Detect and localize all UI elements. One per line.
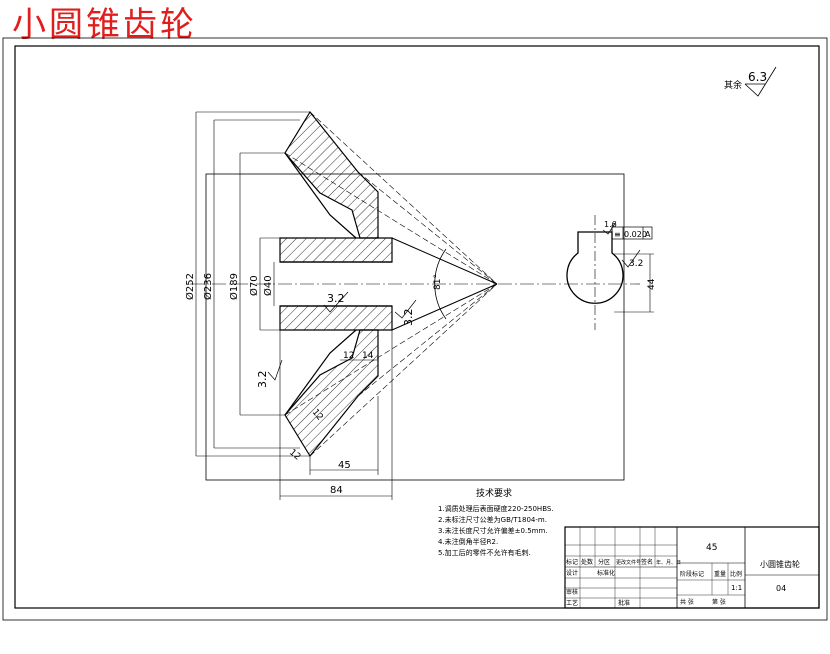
roughness-keyway: 3.2 [629,259,643,269]
tech-item-3: 3.未注长度尺寸允许偏差±0.5mm. [438,526,548,535]
tb-weight: 重量 [714,570,726,578]
svg-text:3.2: 3.2 [256,371,269,389]
dim-d252: Ø252 [184,273,196,300]
tb-scale: 1:1 [731,584,742,592]
cone-angle-arc [434,248,447,320]
svg-text:3.2: 3.2 [402,309,415,327]
gear-section-upper [279,110,393,263]
inner-border [14,45,820,609]
cone-construction-lines [284,111,498,457]
title-block-text: 标记 处数 分区 更改文件号 签名 年、月、日 设计 标准化 审核 工艺 批准 … [566,543,800,607]
tech-item-1: 1.调质处理后表面硬度220-250HBS. [438,504,554,513]
diameter-dimensions [195,111,310,457]
svg-text:3.2: 3.2 [327,292,345,305]
tb-process: 工艺 [566,599,578,607]
outer-border [2,37,828,621]
cone-angle-label: 81° [433,274,443,290]
drawing-title: 小圆锥齿轮 [12,5,197,45]
tech-item-2: 2.未标注尺寸公差为GB/T1804-m. [438,515,547,524]
tolerance-frame: ≡ 0.020 A [611,226,653,240]
tb-part-name: 小圆锥齿轮 [760,559,800,569]
tolerance-symbol-icon: ≡ [614,230,621,239]
tb-drawing-no: 04 [776,584,786,593]
roughness-mark-face: 3.2 [394,299,417,327]
tb-sign: 签名 [641,558,653,566]
tb-stage: 阶段标记 [680,570,704,578]
tb-approve: 批准 [618,599,630,607]
tb-review: 审核 [566,588,578,596]
keyway-view: 44 3.2 1.6 [566,215,657,330]
tb-zone: 分区 [598,558,610,566]
gear-section-lower [279,305,393,458]
tb-standard: 标准化 [597,569,615,577]
roughness-symbol [744,66,777,97]
roughness-mark-left: 3.2 [256,359,283,389]
tech-item-5: 5.加工后的零件不允许有毛刺. [438,548,531,557]
dim-12: 12 [343,351,354,361]
tb-scale-label: 比例 [730,570,742,578]
tb-change-doc: 更改文件号 [616,559,641,566]
tb-mark: 标记 [566,558,578,566]
tolerance-datum: A [645,230,651,239]
dim-keyway-depth: 44 [647,278,657,290]
dim-chamfer-2: 12 [287,448,302,463]
tech-item-4: 4.未注倒角半径R2. [438,537,498,546]
dim-84: 84 [330,485,343,496]
dim-d70: Ø70 [248,275,260,296]
tb-date: 年、月、日 [656,559,681,566]
tech-requirements: 技术要求 1.调质处理后表面硬度220-250HBS. 2.未标注尺寸公差为GB… [438,487,554,557]
tb-material: 45 [706,543,717,553]
roughness-mark-bore: 3.2 [323,291,349,313]
dim-14: 14 [362,351,374,361]
dim-d189: Ø189 [228,273,240,300]
tb-design: 设计 [566,569,578,577]
dim-45: 45 [338,460,351,471]
dim-d40: Ø40 [262,275,274,296]
tb-sheet: 第 张 [712,598,726,606]
roughness-note-value: 6.3 [748,70,767,84]
tb-total: 共 张 [680,598,694,606]
tech-heading: 技术要求 [476,487,512,499]
dim-d236: Ø236 [202,273,214,300]
roughness-note-label: 其余 [724,79,742,91]
tb-count: 处数 [581,558,593,566]
title-block [564,526,820,609]
roughness-keyway-16: 1.6 [604,220,617,229]
general-roughness-note: 其余 6.3 [724,66,777,97]
length-dimensions [279,330,393,500]
tolerance-value: 0.020 [624,230,647,239]
view-frame [205,173,625,481]
